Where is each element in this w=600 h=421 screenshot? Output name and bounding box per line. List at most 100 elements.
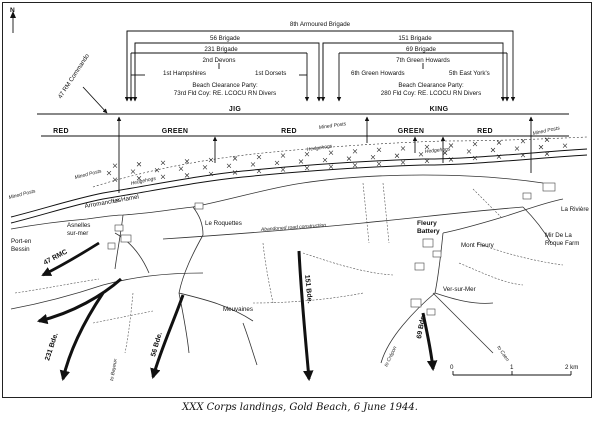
beach-obstacle bbox=[208, 171, 214, 177]
sector-king: KING bbox=[430, 106, 449, 113]
beach-obstacle bbox=[280, 153, 286, 158]
label-hedgehogs-2: Hedgehogs bbox=[306, 143, 333, 153]
beach-obstacle bbox=[304, 151, 310, 157]
obstacles bbox=[106, 137, 568, 182]
beach-obstacle bbox=[442, 150, 448, 156]
road-to-bayeux: to Bayeux bbox=[109, 358, 119, 381]
beach-obstacle bbox=[466, 149, 472, 154]
label-bcp-left: Beach Clearance Party: bbox=[192, 82, 258, 89]
beach-obstacle bbox=[472, 155, 478, 161]
beach-obstacle bbox=[376, 161, 382, 167]
beach-obstacle bbox=[136, 162, 142, 167]
label-hedgehogs-1: Hedgehogs bbox=[130, 176, 157, 187]
label-mined-posts-3: Mined Posts bbox=[532, 125, 561, 137]
label-mined-posts-1: Mined Posts bbox=[74, 168, 103, 181]
beach-obstacle bbox=[520, 138, 526, 144]
beach-obstacle bbox=[280, 167, 286, 172]
beach-obstacle bbox=[202, 165, 208, 170]
place-le-hamel: Le Hamel bbox=[112, 193, 139, 204]
place-mir-1: Mir De La bbox=[545, 232, 572, 239]
label-151-brigade: 151 Brigade bbox=[398, 35, 432, 42]
beach-obstacle bbox=[346, 156, 352, 161]
village-blocks bbox=[107, 182, 556, 316]
label-2nd-devons: 2nd Devons bbox=[202, 57, 235, 64]
beach-obstacle bbox=[394, 153, 400, 158]
label-mined-posts-4: Mined Posts bbox=[8, 188, 37, 201]
beach-obstacle bbox=[424, 144, 430, 150]
beach-obstacle bbox=[136, 176, 142, 181]
place-la-riviere: La Rivière bbox=[561, 206, 589, 213]
place-port-en-1: Port-en bbox=[11, 238, 32, 245]
sector-jig: JIG bbox=[229, 106, 241, 113]
beach-red-2: RED bbox=[281, 128, 297, 135]
advance-69-bde: 69 Bde. bbox=[416, 314, 427, 340]
beach-obstacle bbox=[184, 173, 190, 178]
command-brackets bbox=[124, 30, 516, 102]
label-1st-dorsets: 1st Dorsets bbox=[255, 70, 286, 77]
beach-obstacle bbox=[112, 163, 118, 168]
beach-red-1: RED bbox=[53, 128, 69, 135]
label-bcp-unit-right: 280 Fld Coy: RE. LCOCU RN Divers bbox=[381, 90, 481, 97]
beach-obstacle bbox=[160, 174, 166, 180]
beach-obstacle bbox=[226, 163, 232, 169]
map-frame: N 8th Armoured Brigade 56 Brigade 151 Br… bbox=[2, 2, 592, 398]
beach-green-1: GREEN bbox=[162, 128, 188, 135]
beach-obstacle bbox=[496, 154, 502, 159]
label-1st-hampshires: 1st Hampshires bbox=[163, 70, 206, 77]
shore bbox=[10, 136, 588, 224]
beach-obstacle bbox=[400, 160, 406, 165]
scale-bar: 0 1 2 km bbox=[450, 364, 578, 376]
beach-obstacle bbox=[250, 162, 256, 167]
label-7th-green-howards: 7th Green Howards bbox=[396, 57, 450, 64]
label-231-brigade: 231 Brigade bbox=[204, 46, 238, 53]
label-69-brigade: 69 Brigade bbox=[406, 46, 436, 53]
scale-0: 0 bbox=[450, 364, 454, 371]
beach-obstacle bbox=[328, 150, 334, 155]
beach-green-2: GREEN bbox=[398, 128, 424, 135]
beach-obstacle bbox=[256, 168, 262, 174]
label-47-rm-commando: 47 RM Commando bbox=[57, 52, 91, 100]
commando-approach: 47 RM Commando bbox=[57, 52, 108, 114]
beach-obstacle bbox=[112, 177, 118, 182]
advance-151-bde: 151 Bde. bbox=[303, 274, 313, 303]
beach-obstacle bbox=[178, 166, 184, 171]
scale-1: 1 bbox=[510, 364, 514, 371]
beach-obstacle bbox=[256, 154, 262, 160]
advance-231-bde: 231 Bde. bbox=[44, 332, 60, 362]
beach-obstacle bbox=[232, 156, 238, 161]
place-asnelles-1: Asnelles bbox=[67, 222, 90, 229]
place-asnelles-2: sur-mer bbox=[67, 230, 88, 237]
label-mined-posts-2: Mined Posts bbox=[318, 121, 347, 131]
label-bcp-right: Beach Clearance Party: bbox=[398, 82, 464, 89]
beach-obstacle bbox=[490, 147, 496, 153]
place-mir-2: Roque Farm bbox=[545, 240, 579, 247]
map-caption: XXX Corps landings, Gold Beach, 6 June 1… bbox=[182, 402, 418, 413]
place-fleury-2: Battery bbox=[417, 228, 440, 235]
beach-obstacle bbox=[130, 169, 136, 174]
beach-obstacle bbox=[208, 157, 214, 163]
beach-obstacle bbox=[472, 141, 478, 147]
label-8th-armoured: 8th Armoured Brigade bbox=[290, 21, 351, 28]
beach-obstacle bbox=[400, 146, 406, 151]
label-56-brigade: 56 Brigade bbox=[210, 35, 240, 42]
place-meuvaines: Meuvaines bbox=[223, 306, 253, 313]
beach-obstacle bbox=[376, 147, 382, 153]
place-le-roquettes: Le Roquettes bbox=[205, 220, 242, 227]
beach-obstacle bbox=[232, 170, 238, 175]
place-ver-sur-mer: Ver-sur-Mer bbox=[443, 286, 476, 293]
beach-obstacle bbox=[322, 157, 328, 163]
north-label: N bbox=[10, 7, 15, 14]
beach-obstacle bbox=[496, 140, 502, 145]
beach-obstacle bbox=[544, 151, 550, 156]
beach-obstacle bbox=[424, 158, 430, 164]
beach-obstacle bbox=[514, 146, 520, 151]
beach-obstacle bbox=[544, 137, 550, 142]
beach-obstacle bbox=[274, 160, 280, 166]
place-port-en-2: Bessin bbox=[11, 246, 30, 253]
label-abandoned-road: Abandoned road construction bbox=[260, 222, 327, 233]
road-to-crepon: to Crépon bbox=[383, 345, 398, 368]
place-mont-fleury: Mont Fleury bbox=[461, 242, 495, 249]
beach-obstacle bbox=[418, 152, 424, 157]
beach-obstacle bbox=[154, 167, 160, 173]
label-6th-green-howards: 6th Green Howards bbox=[351, 70, 405, 77]
